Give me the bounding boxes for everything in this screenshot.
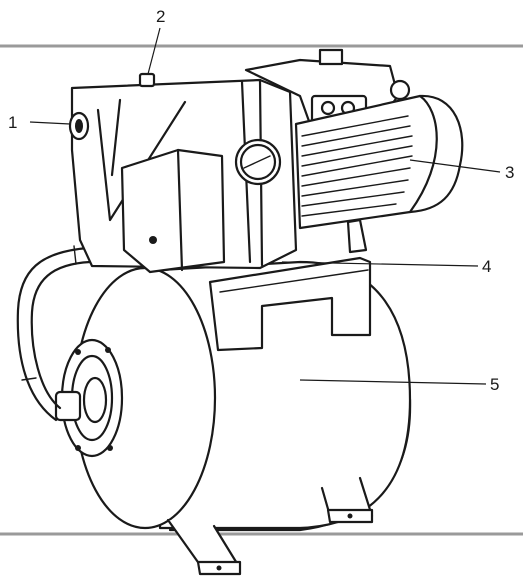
- leader-2: [147, 27, 161, 75]
- callout-4: 4: [482, 257, 491, 276]
- callout-3: 3: [505, 163, 514, 182]
- hose: [16, 245, 92, 422]
- pressure-switch: [120, 148, 226, 274]
- leader-3: [409, 159, 501, 173]
- leader-lines: [29, 27, 501, 385]
- callout-5: 5: [490, 375, 499, 394]
- callout-2: 2: [156, 7, 165, 26]
- callout-1: 1: [8, 113, 17, 132]
- leader-5: [299, 379, 487, 385]
- leader-1: [29, 121, 71, 125]
- leader-4: [281, 261, 479, 267]
- electric-motor: [294, 94, 464, 254]
- callout-labels: 1 2 3 4 5: [8, 7, 514, 394]
- mounting-bracket: [208, 256, 372, 352]
- filler-plug: [138, 72, 156, 88]
